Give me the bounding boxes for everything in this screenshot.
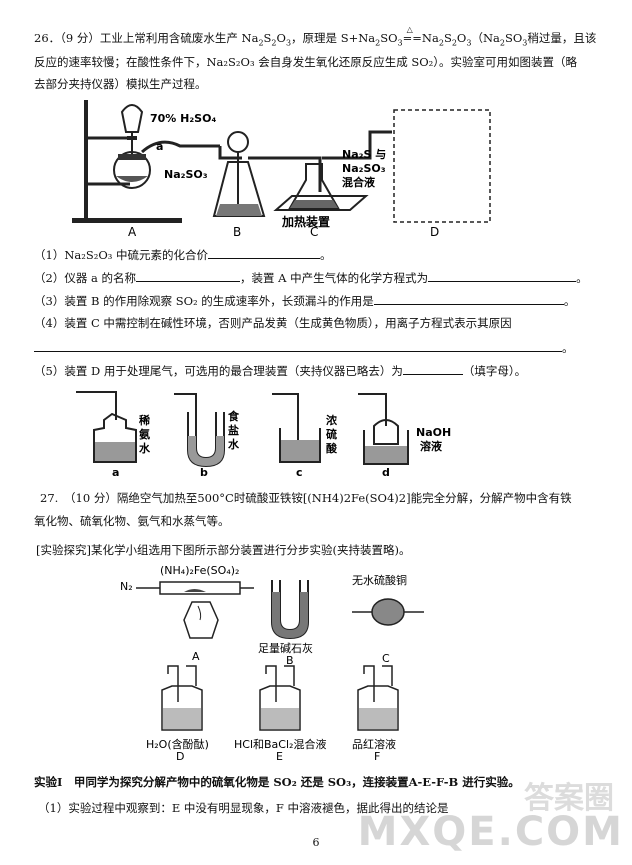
label-E: E (276, 750, 283, 762)
q27-line1: 27. （10 分）隔绝空气加热至500°C时硫酸亚铁铵[(NH4)2Fe(SO… (40, 491, 572, 505)
answer-blank-5[interactable] (402, 362, 463, 375)
label-c3: 酸 (326, 441, 338, 455)
answer-blank-2a[interactable] (135, 269, 240, 282)
q26-sub3: （3）装置 B 的作用除观察 SO₂ 的生成速率外，长颈漏斗的作用是。 (34, 292, 576, 308)
label-mix2: Na₂SO₃ (342, 162, 386, 175)
q26-line1: 26．（9 分）工业上常利用含硫废水生产 Na2S2O3，原理是 S+Na2SO… (34, 25, 609, 51)
label-cuso4: 无水硫酸铜 (352, 573, 407, 587)
label-d2: 溶液 (420, 439, 443, 453)
label-C: C (310, 225, 318, 239)
label-A: A (128, 225, 137, 239)
label-opt-d: d (382, 466, 390, 479)
label-fuchsin: 品红溶液 (352, 737, 396, 751)
label-salt: (NH₄)₂Fe(SO₄)₂ (160, 564, 239, 577)
watermark-logo: 答案圈 (524, 781, 614, 816)
watermark: MXQE.COM (357, 809, 624, 855)
q27-line2: 氧化物、硫氧化物、氨气和水蒸气等。 (34, 514, 230, 528)
label-a: a (156, 140, 163, 153)
label-heat: 加热装置 (281, 214, 330, 229)
label-na2so3: Na₂SO₃ (164, 168, 208, 181)
q27-apparatus-figure: N₂ (NH₄)₂Fe(SO₄)₂ A 足量碱石灰 B 无水硫酸铜 C H₂O(… (120, 564, 424, 762)
label-mix1: Na₂S 与 (342, 148, 386, 161)
q27-experiment1-q1: （1）实验过程中观察到：E 中没有明显现象，F 中溶液褪色，据此得出的结论是 (38, 801, 449, 815)
label-c1: 浓 (326, 413, 338, 427)
answer-blank-4[interactable] (34, 339, 562, 352)
label-opt-b: b (200, 466, 208, 479)
label-b2: 盐 (228, 423, 239, 437)
label-b3: 水 (228, 437, 240, 451)
label-a1: 稀 (139, 413, 150, 427)
q26-apparatus-figure: 70% H₂SO₄ a Na₂SO₃ Na₂S 与 Na₂SO₃ 混合液 加热装… (72, 100, 491, 239)
answer-blank-3[interactable] (373, 292, 564, 305)
label-opt-c: c (296, 466, 303, 479)
label-D: D (430, 225, 439, 239)
q26-sub5: （5）装置 D 用于处理尾气，可选用的最合理装置（夹持仪器已略去）为（填字母）。 (34, 362, 527, 378)
q26-line2: 反应的速率较慢；在酸性条件下，Na₂S₂O₃ 会自身发生氧化还原反应生成 SO₂… (34, 55, 578, 69)
q26-tailgas-options-figure: 稀 氨 水 a 食 盐 水 b 浓 硫 酸 c NaOH 溶液 d (76, 391, 451, 479)
label-D: D (176, 750, 184, 762)
q26-sub4-answer: 。 (34, 339, 609, 356)
label-B: B (233, 225, 241, 239)
label-b1: 食 (228, 409, 240, 423)
label-mix3: 混合液 (342, 175, 376, 189)
label-hcl-bacl2: HCl和BaCl₂混合液 (234, 737, 326, 751)
label-d1: NaOH (416, 426, 451, 439)
q26-sub4: （4）装置 C 中需控制在碱性环境，否则产品发黄（生成黄色物质），用离子方程式表… (34, 316, 512, 330)
label-acid: 70% H₂SO₄ (150, 112, 216, 125)
label-F: F (374, 750, 380, 762)
q27-line3: [实验探究]某化学小组选用下图所示部分装置进行分步实验(夹持装置略)。 (36, 543, 411, 557)
q26-sub1: （1）Na₂S₂O₃ 中硫元素的化合价。 (34, 246, 332, 262)
reaction-condition: △ (406, 25, 413, 34)
answer-blank-2b[interactable] (428, 269, 577, 282)
label-c2: 硫 (326, 427, 337, 441)
label-n2: N₂ (120, 580, 133, 593)
label-water: H₂O(含酚酞) (146, 737, 209, 751)
label-a3: 水 (139, 441, 151, 455)
q26-line3: 去部分夹持仪器）模拟生产过程。 (34, 77, 207, 91)
label-C: C (382, 652, 390, 665)
label-opt-a: a (112, 466, 119, 479)
answer-blank-1[interactable] (208, 246, 321, 259)
page-number: 6 (312, 836, 320, 849)
label-a2: 氨 (139, 427, 150, 441)
q27-experiment1: 实验I 甲同学为探究分解产物中的硫氧化物是 SO₂ 还是 SO₃，连接装置A-E… (34, 775, 520, 789)
label-A: A (192, 650, 200, 663)
q26-sub2: （2）仪器 a 的名称，装置 A 中产生气体的化学方程式为。 (34, 269, 588, 285)
label-B: B (286, 654, 294, 667)
label-soda-lime: 足量碱石灰 (258, 641, 313, 655)
